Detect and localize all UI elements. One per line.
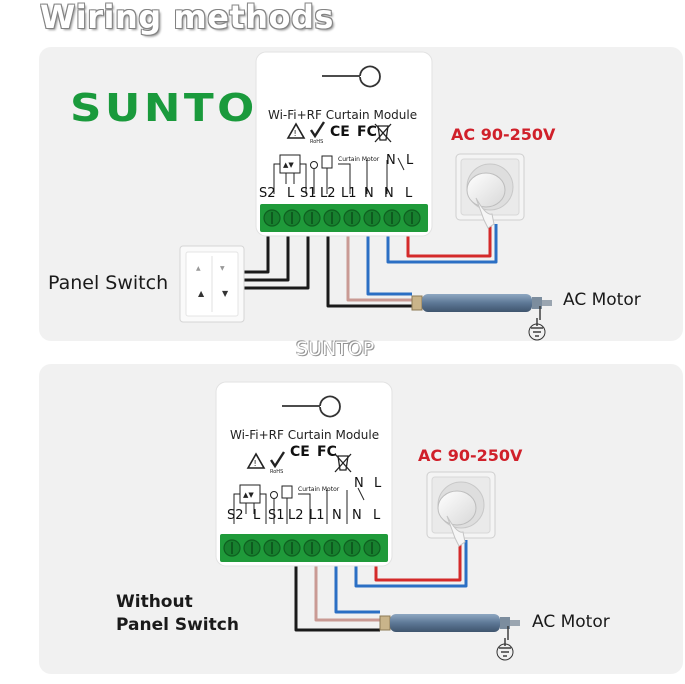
top-letter-n: N bbox=[386, 153, 396, 168]
power-label-top: AC 90-250V bbox=[451, 125, 556, 144]
fc-mark-icon: FC bbox=[317, 444, 337, 460]
motor-label-top: AC Motor bbox=[563, 290, 641, 310]
brand-logo: SUNTOP bbox=[70, 86, 294, 130]
page-title: Wiring methods bbox=[40, 0, 334, 36]
top-letter-n: N bbox=[354, 476, 364, 491]
module-title: Wi-Fi+RF Curtain Module bbox=[230, 428, 380, 442]
terminal-label: S1 bbox=[268, 508, 285, 523]
module-title: Wi-Fi+RF Curtain Module bbox=[268, 108, 418, 122]
terminal-label: S1 bbox=[300, 186, 317, 201]
svg-text:▼: ▼ bbox=[222, 289, 229, 298]
watermark: SUNTOP bbox=[296, 338, 375, 360]
ce-mark-icon: CE bbox=[290, 444, 310, 460]
curtain-motor-label: Curtain Motor bbox=[338, 156, 380, 163]
fc-mark-icon: FC bbox=[357, 124, 377, 140]
svg-text:▲: ▲ bbox=[198, 289, 205, 298]
top-letter-l: L bbox=[374, 476, 382, 491]
terminal-label: N bbox=[364, 186, 374, 201]
top-letter-l: L bbox=[406, 153, 414, 168]
terminal-label: L2 bbox=[320, 186, 336, 201]
terminal-label: L bbox=[373, 508, 381, 523]
terminal-label: S2 bbox=[227, 508, 244, 523]
motor-label-bottom: AC Motor bbox=[532, 612, 610, 632]
panel-switch-device: ▲ ▼ ▲ ▼ bbox=[179, 245, 245, 323]
terminal-label: L bbox=[253, 508, 261, 523]
svg-text:▲: ▲ bbox=[196, 265, 201, 272]
terminal-label: N bbox=[332, 508, 342, 523]
terminal-label: S2 bbox=[259, 186, 276, 201]
terminal-label: L bbox=[287, 186, 295, 201]
ce-mark-icon: CE bbox=[330, 124, 350, 140]
without-switch-label-line2: Panel Switch bbox=[116, 615, 239, 635]
terminal-label: L1 bbox=[341, 186, 357, 201]
power-label-bottom: AC 90-250V bbox=[418, 446, 523, 465]
terminal-label: L2 bbox=[288, 508, 304, 523]
terminal-label: L bbox=[405, 186, 413, 201]
curtain-motor-label: Curtain Motor bbox=[298, 486, 340, 493]
terminal-label: N bbox=[352, 508, 362, 523]
without-switch-label-line1: Without bbox=[116, 592, 193, 612]
svg-text:▼: ▼ bbox=[220, 265, 225, 272]
panel-switch-label: Panel Switch bbox=[48, 272, 169, 294]
terminal-label: L1 bbox=[309, 508, 325, 523]
terminal-label: N bbox=[384, 186, 394, 201]
